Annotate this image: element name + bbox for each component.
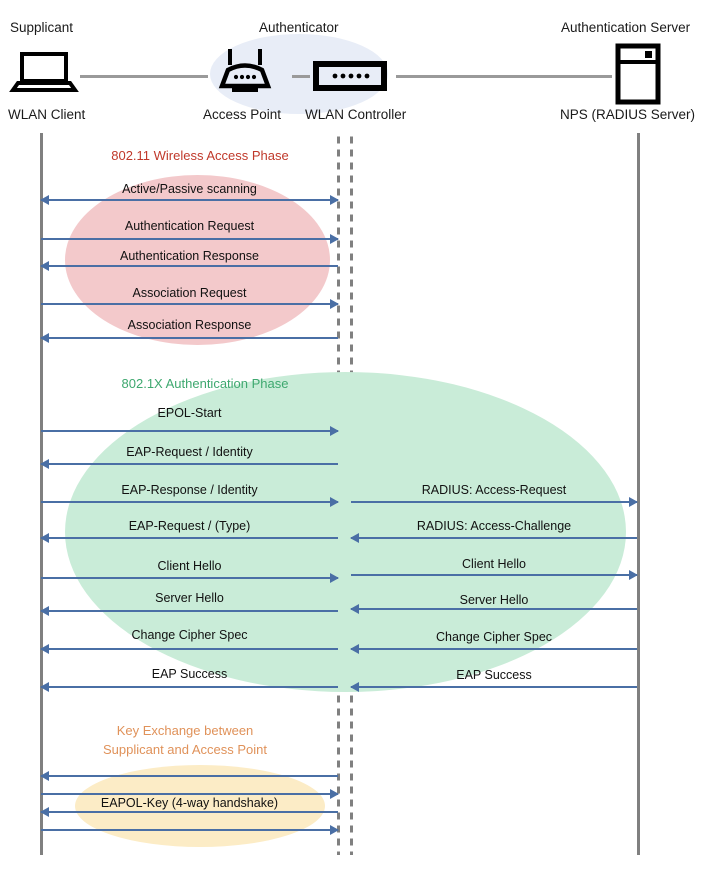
actor-role-supplicant: Supplicant [10, 20, 74, 35]
access-point-icon [216, 48, 274, 94]
phase-title-wireless-access: 802.11 Wireless Access Phase [111, 148, 289, 163]
wire-ap-to-controller [292, 75, 310, 78]
message-client-hello-right: Client Hello [462, 557, 526, 571]
arrow-epol-start [41, 426, 339, 436]
arrow-change-cipher-spec-right [350, 644, 637, 654]
message-radius-access-challenge: RADIUS: Access-Challenge [416, 519, 572, 533]
actor-role-authentication-server: Authentication Server [561, 20, 691, 35]
message-association-request: Association Request [132, 286, 247, 300]
laptop-icon [9, 52, 79, 92]
arrow-change-cipher-spec-left [40, 644, 338, 654]
lifeline-authentication-server [637, 133, 640, 855]
message-server-hello-right: Server Hello [459, 593, 529, 607]
arrow-key-exchange-3 [40, 807, 338, 817]
arrow-client-hello-left [41, 573, 339, 583]
message-eap-success-left: EAP Success [151, 667, 228, 681]
actor-device-nps-radius-server: NPS (RADIUS Server) [560, 107, 696, 122]
server-icon [615, 43, 661, 105]
arrow-eap-request-type [40, 533, 338, 543]
arrow-key-exchange-2 [41, 789, 339, 799]
message-eap-request-identity: EAP-Request / Identity [126, 445, 253, 459]
arrow-active-passive-scanning-right [110, 195, 339, 205]
message-authentication-response: Authentication Response [120, 249, 259, 263]
message-eap-request-type: EAP-Request / (Type) [128, 519, 251, 533]
actor-device-wlan-client: WLAN Client [8, 107, 86, 122]
arrow-eap-response-identity [41, 497, 339, 507]
phase-title-key-exchange-line2: Supplicant and Access Point [102, 742, 268, 757]
lifeline-supplicant [40, 133, 43, 855]
arrow-radius-access-request [351, 497, 638, 507]
message-authentication-request: Authentication Request [124, 219, 255, 233]
message-change-cipher-spec-left: Change Cipher Spec [131, 628, 248, 642]
arrow-key-exchange-4 [41, 825, 339, 835]
arrow-authentication-response [40, 261, 338, 271]
actor-device-wlan-controller: WLAN Controller [305, 107, 407, 122]
arrow-server-hello-left [40, 606, 338, 616]
message-change-cipher-spec-right: Change Cipher Spec [435, 630, 553, 644]
arrow-key-exchange-1 [40, 771, 338, 781]
arrow-client-hello-right [351, 570, 638, 580]
message-eapol-key-4way-handshake: EAPOL-Key (4-way handshake) [100, 796, 279, 810]
arrow-server-hello-right [350, 604, 637, 614]
wire-controller-to-server [396, 75, 612, 78]
arrow-radius-access-challenge [350, 533, 637, 543]
arrow-eap-request-identity [40, 459, 338, 469]
message-epol-start: EPOL-Start [157, 406, 222, 420]
phase-ellipse-key-exchange [75, 765, 325, 847]
message-radius-access-request: RADIUS: Access-Request [421, 483, 567, 497]
message-eap-response-identity: EAP-Response / Identity [121, 483, 258, 497]
arrow-eap-success-left [40, 682, 338, 692]
message-eap-success-right: EAP Success [456, 668, 532, 682]
message-active-passive-scanning: Active/Passive scanning [122, 182, 257, 196]
arrow-association-request [41, 299, 339, 309]
phase-title-key-exchange-line1: Key Exchange between [116, 723, 254, 738]
arrow-active-passive-scanning-left [40, 195, 113, 205]
message-association-response: Association Response [127, 318, 252, 332]
message-client-hello-left: Client Hello [157, 559, 222, 573]
message-server-hello-left: Server Hello [155, 591, 224, 605]
arrow-eap-success-right [350, 682, 637, 692]
actor-device-access-point: Access Point [203, 107, 282, 122]
arrow-authentication-request [41, 234, 339, 244]
phase-title-dot1x-authentication: 802.1X Authentication Phase [121, 376, 289, 391]
phase-ellipse-wireless-access [65, 175, 330, 345]
actor-role-authenticator: Authenticator [259, 20, 339, 35]
arrow-association-response [40, 333, 338, 343]
wlan-controller-icon [313, 61, 387, 91]
wire-client-to-ap [80, 75, 208, 78]
phase-ellipse-dot1x-authentication [65, 372, 626, 692]
